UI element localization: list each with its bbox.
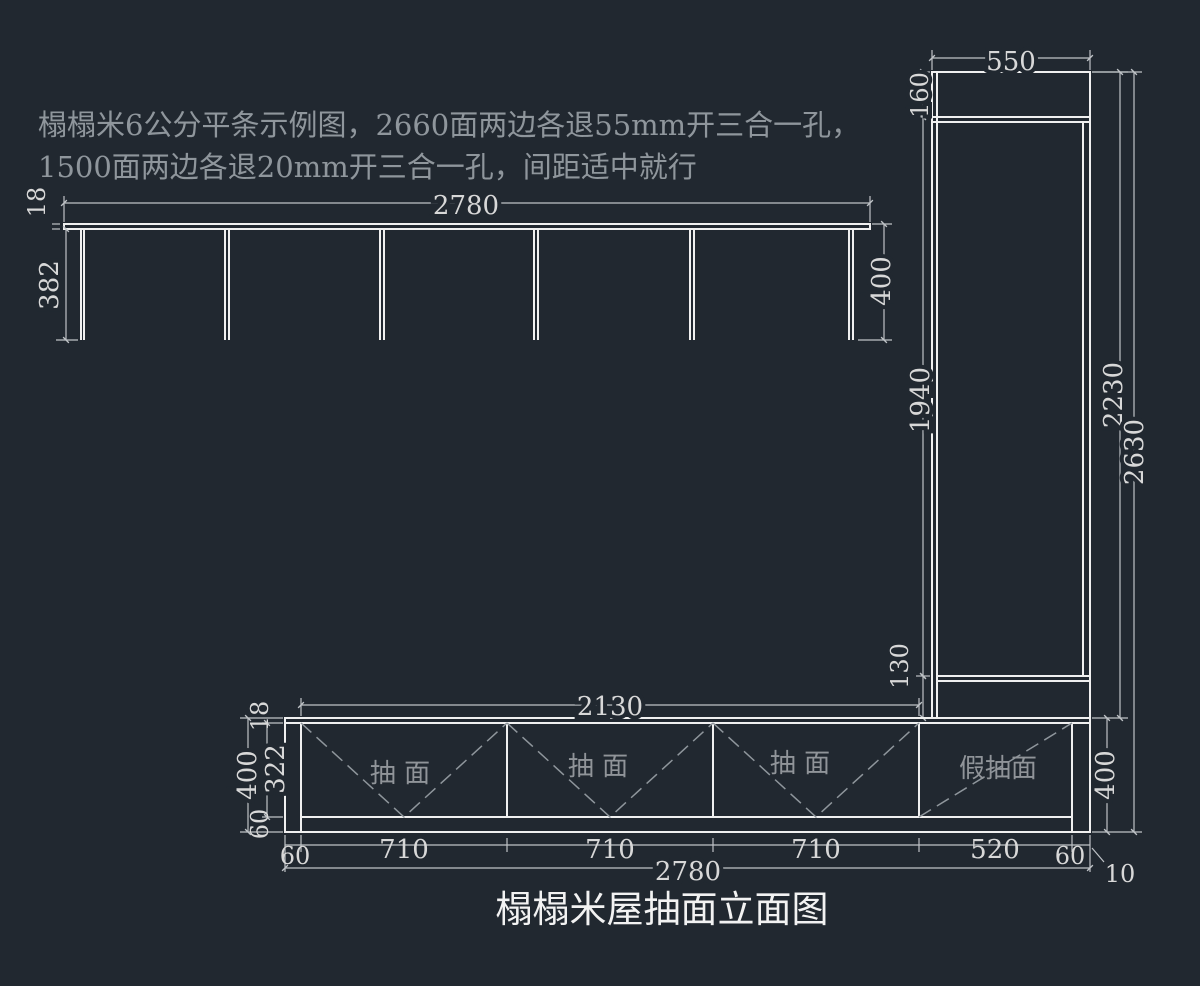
section-width: 710 — [379, 835, 429, 865]
drawing-title: 榻榻米屋抽面立面图 — [496, 888, 829, 931]
note-line-2: 1500面两边各退20mm开三合一孔，间距适中就行 — [38, 150, 697, 184]
base-cabinet-dimensions — [240, 698, 1105, 872]
slat-view — [63, 223, 871, 340]
right-side-width: 60 — [1055, 842, 1086, 870]
tall-cabinet-base-gap: 130 — [886, 643, 914, 689]
drawer-label: 抽 面 — [370, 759, 430, 789]
base-cabinet — [284, 717, 1091, 833]
tall-cabinet-bottom: 400 — [1091, 750, 1121, 800]
tall-cabinet-width: 550 — [986, 47, 1036, 77]
tall-cabinet-total: 2630 — [1120, 419, 1150, 485]
base-thickness: 18 — [246, 701, 274, 732]
base-total-width: 2780 — [655, 857, 721, 887]
left-side-width: 60 — [280, 842, 311, 870]
note-line-1: 榻榻米6公分平条示例图，2660面两边各退55mm开三合一孔， — [38, 108, 860, 142]
slat-thickness: 18 — [23, 187, 51, 218]
slat-total-width: 2780 — [433, 191, 499, 221]
drawer-label: 抽 面 — [770, 749, 830, 779]
tall-cabinet — [931, 71, 1091, 719]
gap-width: 10 — [1105, 860, 1136, 888]
base-height: 400 — [233, 750, 263, 800]
section-width: 520 — [970, 835, 1020, 865]
section-width: 710 — [791, 835, 841, 865]
drawer-height: 322 — [261, 744, 291, 794]
base-inner-width: 2130 — [577, 692, 643, 722]
slat-right-height: 400 — [867, 256, 897, 306]
fake-drawer-label: 假抽面 — [959, 754, 1037, 784]
tall-cabinet-inner: 1940 — [906, 367, 936, 433]
tall-cabinet-inner-total: 2230 — [1099, 362, 1129, 428]
drawer-diagonals — [300, 722, 1073, 819]
plinth-height: 60 — [246, 809, 274, 840]
drawer-label: 抽 面 — [568, 752, 628, 782]
slat-dimensions — [52, 196, 892, 344]
slat-left-leg: 382 — [35, 260, 65, 310]
slat-board — [63, 223, 871, 230]
tall-cabinet-top: 160 — [906, 72, 934, 118]
section-width: 710 — [585, 835, 635, 865]
tall-cabinet-dimensions — [916, 50, 1142, 836]
